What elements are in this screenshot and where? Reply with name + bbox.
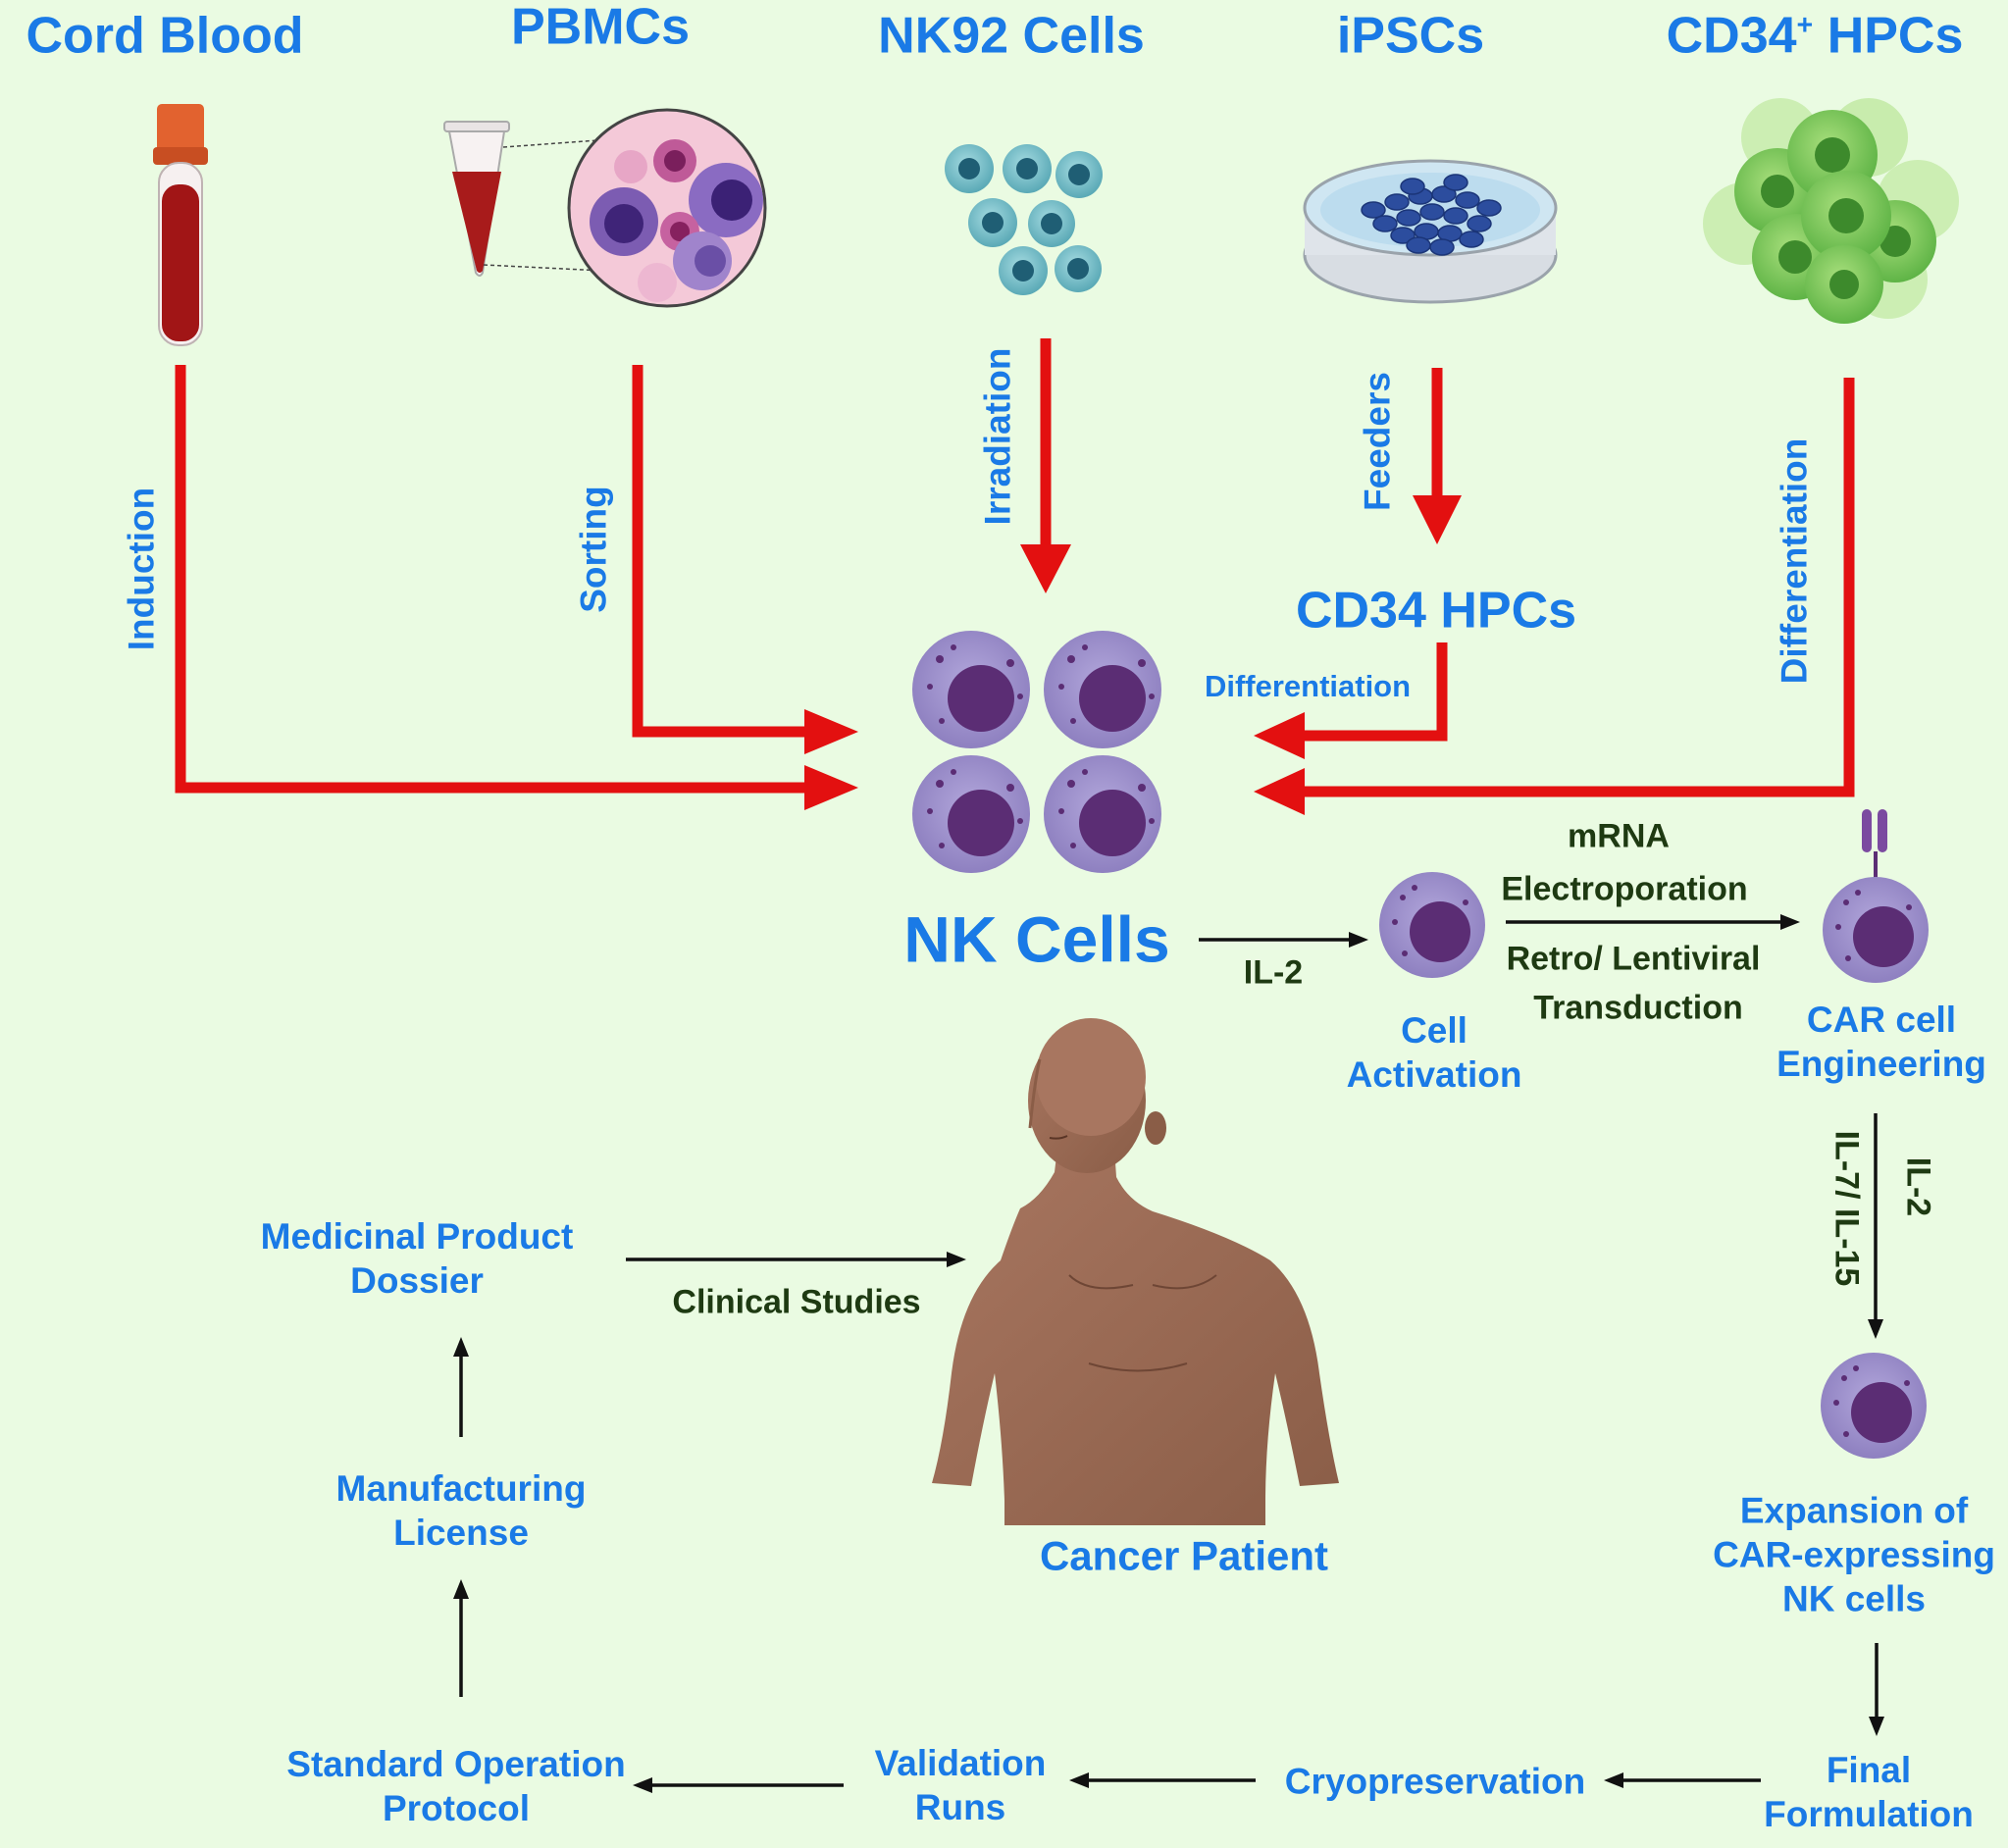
superscript-plus: + [1796,9,1814,41]
source-cord-blood: Cord Blood [26,7,304,65]
clinical-studies-label: Clinical Studies [672,1283,921,1321]
red-arrows [175,338,1855,797]
arrowhead-pbmc [804,709,858,754]
cord-blood-tube-illustration [153,104,208,346]
arrowhead-nk92 [1020,544,1071,593]
arrowhead-cd34plus [1254,768,1305,815]
source-nk92: NK92 Cells [878,7,1145,65]
step-sorting: Sorting [573,486,614,613]
source-cd34-plus-hpcs: CD34+ HPCs [1666,7,1964,65]
red-arrowheads [804,495,1462,815]
cd34-diff-arrow [1295,642,1448,742]
cd34-plus-diff-arrow [1295,378,1855,797]
expansion-il7-il15-label: IL-7/ IL-15 [1828,1130,1866,1287]
nk-cell [912,631,1030,748]
nk-cell [1044,631,1161,748]
black-arrows [459,920,1879,1787]
cd34-hpcs-label: CD34 HPCs [1295,582,1577,640]
black-arrowheads [453,914,1884,1793]
car-cell-illustration [1823,809,1929,983]
pbmc-arrow [632,365,814,738]
cd34-hpc-cluster-illustration [1703,98,1959,324]
cancer-patient-label: Cancer Patient [1039,1532,1329,1579]
step-differentiation-mid: Differentiation [1204,669,1412,704]
source-ipscs: iPSCs [1336,7,1485,65]
source-pbmcs: PBMCs [510,0,691,56]
arrowhead-cd34 [1254,712,1305,759]
expanded-car-cell-illustration [1821,1353,1927,1459]
retro-lentiviral-label: Retro/ Lentiviral [1506,940,1761,978]
step-differentiation-right: Differentiation [1774,437,1815,685]
step-irradiation: Irradiation [977,347,1018,526]
transduction-label: Transduction [1533,989,1743,1027]
mrna-label: mRNA [1568,817,1670,855]
expansion-il2-label: IL-2 [1899,1156,1937,1217]
il2-label: IL-2 [1243,953,1304,992]
ipsc-petri-dish-illustration [1303,159,1558,304]
nk-cell [912,755,1030,873]
nk-cells-label: NK Cells [903,902,1170,976]
arrowhead-ipsc [1413,495,1462,544]
pbmc-illustration [443,108,767,308]
cancer-patient-illustration [932,1018,1339,1525]
activated-cell-illustration [1379,872,1485,978]
step-induction: Induction [121,487,162,651]
electroporation-label: Electroporation [1501,870,1748,908]
nk92-cells-illustration [945,144,1103,295]
cryopreservation-label: Cryopreservation [1284,1761,1586,1802]
nk-cell [1044,755,1161,873]
arrowhead-cord [804,765,858,810]
cord-blood-arrow [175,365,814,794]
nk-cells-illustration [912,631,1161,873]
step-feeders: Feeders [1357,372,1398,511]
